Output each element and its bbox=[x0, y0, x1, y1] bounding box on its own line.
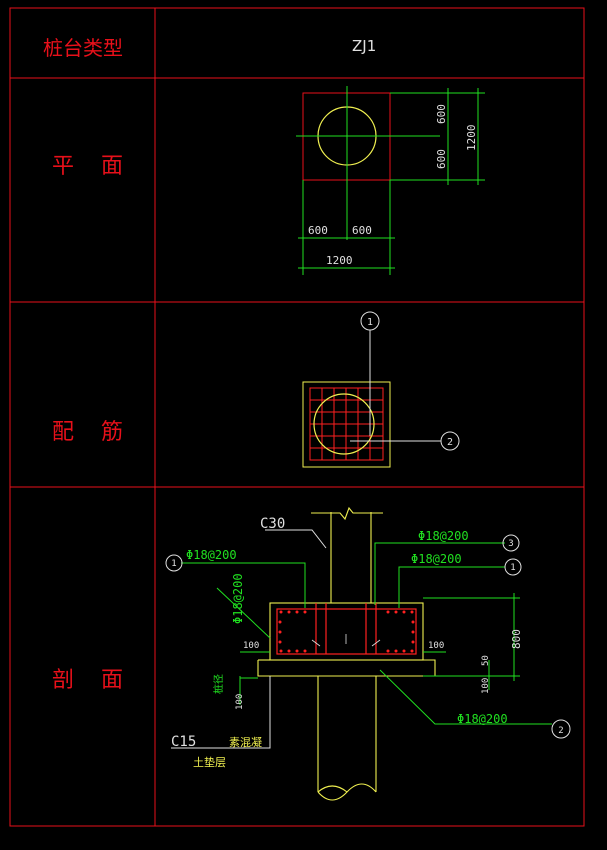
plan-dim-bottom-text: 600 bbox=[435, 149, 448, 169]
rebar-mesh bbox=[309, 387, 384, 461]
section-marker-2: 2 bbox=[558, 726, 563, 736]
leader-c30 bbox=[265, 529, 327, 549]
dim-bottom-left-text: 100 bbox=[235, 694, 245, 710]
dim-height-text: 800 bbox=[510, 629, 523, 649]
leader-left-vertical bbox=[216, 587, 271, 639]
rebar-label-left: Φ18@200 bbox=[186, 548, 237, 562]
leader-c15 bbox=[171, 676, 271, 749]
rebar-cap-outline bbox=[302, 381, 391, 468]
rebar-marker-1: 1 bbox=[367, 317, 373, 328]
row-label-plan: 平 面 bbox=[52, 154, 133, 179]
row-label-rebar: 配 筋 bbox=[52, 420, 133, 445]
rebar-marker-2: 2 bbox=[447, 437, 453, 448]
dim-small-right-text: 50 bbox=[481, 655, 491, 666]
rebar-label-right: Φ18@200 bbox=[411, 552, 462, 566]
rebar-view: 1 2 bbox=[302, 311, 460, 468]
plain-concrete-label: 素混凝 bbox=[229, 735, 262, 749]
cap-outline bbox=[269, 602, 424, 661]
pile-break-curve-inner bbox=[317, 785, 348, 793]
rebar-dots bbox=[278, 610, 415, 653]
plan-dim-total-h-text: 1200 bbox=[326, 254, 353, 267]
rebar-label-bottom: Φ18@200 bbox=[457, 712, 508, 726]
rebar-marker-2-circle bbox=[440, 431, 460, 451]
plan-dim-right-text: 600 bbox=[352, 224, 372, 237]
leader-right bbox=[398, 566, 505, 608]
section-rebar bbox=[276, 603, 417, 655]
section-marker-1-right: 1 bbox=[510, 563, 515, 573]
dim-side-right-text: 100 bbox=[428, 641, 444, 651]
plan-view: 600 600 1200 600 600 1200 bbox=[296, 86, 485, 275]
type-name: ZJ1 bbox=[352, 37, 377, 55]
row-label-section: 剖 面 bbox=[52, 668, 133, 693]
leader-left-top bbox=[181, 562, 306, 608]
rebar-marker-1-circle bbox=[360, 311, 380, 331]
column-break-line bbox=[311, 506, 383, 521]
leader-top-right bbox=[374, 542, 505, 605]
plan-dim-total-v-text: 1200 bbox=[465, 125, 478, 152]
section-hatch bbox=[311, 634, 381, 647]
section-marker-3: 3 bbox=[508, 539, 513, 549]
leader-bottom bbox=[379, 669, 552, 725]
section-marker-2-circle bbox=[551, 719, 571, 739]
cushion-outline bbox=[257, 659, 436, 677]
section-c30: C30 bbox=[260, 516, 285, 532]
header-label: 桩台类型 bbox=[43, 36, 123, 60]
soil-layer-label: 土垫层 bbox=[193, 755, 226, 769]
plan-dim-top-text: 600 bbox=[435, 104, 448, 124]
table-grid bbox=[9, 7, 585, 827]
section-marker-3-circle bbox=[502, 534, 520, 552]
section-marker-1-right-circle bbox=[504, 558, 522, 576]
rebar-label-vertical: Φ18@200 bbox=[231, 573, 245, 624]
dim-bottom-right-text: 100 bbox=[481, 678, 491, 694]
rebar-pile-circle bbox=[313, 393, 375, 455]
dim-side-left-text: 100 bbox=[243, 641, 259, 651]
plan-dim-left-text: 600 bbox=[308, 224, 328, 237]
rebar-label-top-right: Φ18@200 bbox=[418, 529, 469, 543]
pile-diameter-label: 桩径 bbox=[212, 674, 225, 694]
section-marker-1-left: 1 bbox=[171, 559, 176, 569]
section-marker-1-left-circle bbox=[165, 554, 183, 572]
section-view: C30 C15 Φ18@200 Φ18@200 Φ18@200 Φ18@200 … bbox=[165, 506, 571, 801]
section-c15: C15 bbox=[171, 734, 196, 750]
table-border bbox=[9, 7, 585, 827]
